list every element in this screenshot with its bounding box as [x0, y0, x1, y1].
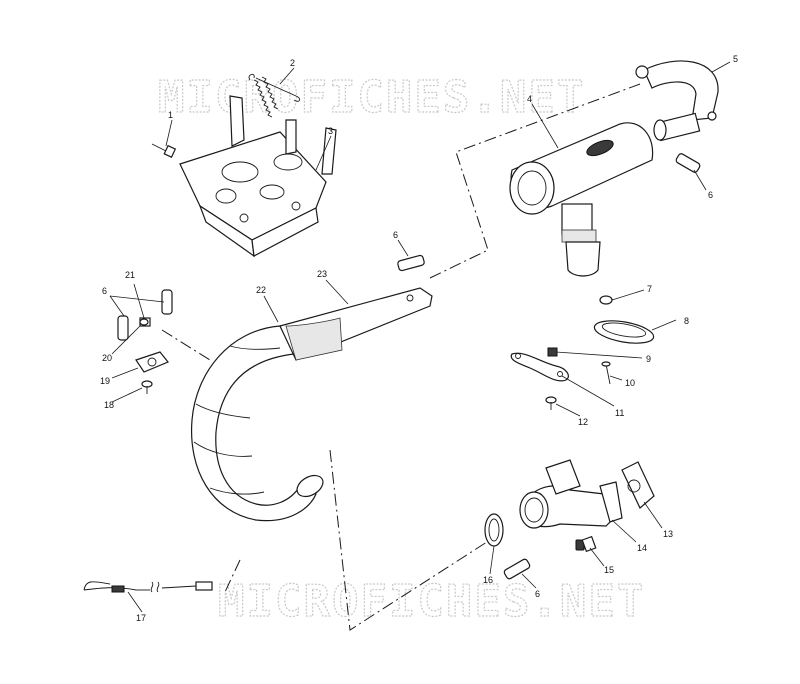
watermark-top: MICROFICHES.NET: [158, 72, 585, 123]
callout-4: 4: [527, 94, 532, 104]
part-17-sensor-cable: [83, 581, 213, 593]
callout-6-c: 6: [102, 286, 107, 296]
callout-17: 17: [136, 613, 146, 623]
callout-11: 11: [615, 408, 624, 418]
part-7-grommet: [599, 295, 613, 305]
callout-21: 21: [125, 270, 135, 280]
leader-lines: [109, 61, 731, 613]
assembly-lines: [161, 83, 641, 631]
callout-16: 16: [483, 575, 493, 585]
part-8-gasket: [593, 320, 655, 344]
callout-7: 7: [647, 284, 652, 294]
callout-23: 23: [317, 269, 327, 279]
watermark-bottom: MICROFICHES.NET: [218, 576, 645, 627]
callout-5: 5: [733, 54, 738, 64]
part-22-23-expansion-chamber: [190, 287, 433, 522]
callout-20: 20: [102, 353, 112, 363]
part-5-tailpipe: [635, 60, 719, 142]
part-12-bolt: [545, 396, 557, 410]
part-11-arm: [510, 352, 569, 382]
callout-19: 19: [100, 376, 110, 386]
callout-15: 15: [604, 565, 614, 575]
callout-6-a: 6: [393, 230, 398, 240]
callout-6-b: 6: [708, 190, 713, 200]
part-13-flange-gasket: [621, 461, 655, 509]
part-2-spring: [248, 73, 301, 118]
callout-8: 8: [684, 316, 689, 326]
part-18-bolt: [141, 380, 153, 394]
part-6-spring-a: [397, 254, 425, 272]
callout-13: 13: [663, 529, 673, 539]
part-6-spring-b: [675, 153, 701, 173]
callout-labels: 1 2 3 4 5 6 6 6 6 7 8 9 10 11 12 13 14 1…: [100, 54, 738, 623]
callout-22: 22: [256, 285, 266, 295]
callout-10: 10: [625, 378, 635, 388]
part-6-spring-c: [117, 289, 173, 341]
callout-14: 14: [637, 543, 647, 553]
part-4-muffler: [509, 122, 654, 277]
callout-2: 2: [290, 58, 295, 68]
part-14-manifold: [519, 459, 623, 529]
part-9-nut: [547, 347, 558, 357]
callout-6-d: 6: [535, 589, 540, 599]
part-1-bolt: [151, 143, 177, 159]
callout-9: 9: [646, 354, 651, 364]
part-19-plate: [135, 351, 169, 373]
part-10-stud: [601, 361, 611, 385]
part-3-bracket: [179, 95, 337, 258]
callout-3: 3: [328, 126, 333, 136]
part-6-spring-d: [503, 558, 531, 580]
callout-12: 12: [578, 417, 588, 427]
callout-1: 1: [168, 110, 173, 120]
part-21-washer: [139, 318, 149, 326]
part-16-seal-ring: [484, 513, 504, 547]
callout-18: 18: [104, 400, 114, 410]
part-15-bolt: [575, 535, 597, 553]
